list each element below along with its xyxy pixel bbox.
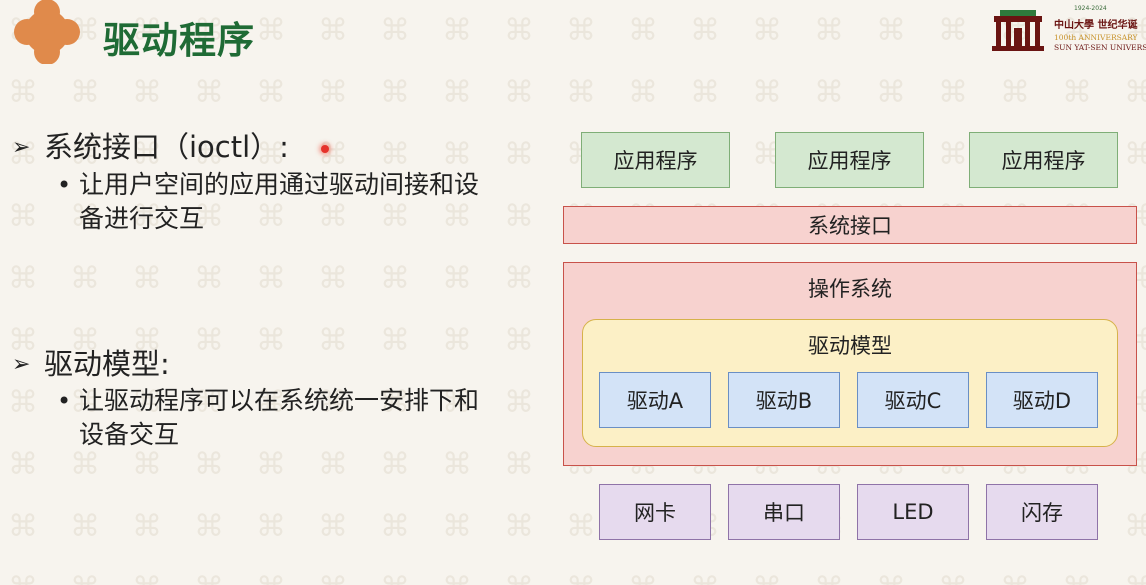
bullet-heading: 驱动模型: <box>44 347 170 381</box>
university-gate-icon <box>992 10 1044 51</box>
hardware-box: LED <box>857 484 969 540</box>
driver-box: 驱动B <box>728 372 840 428</box>
university-logo: 1924-2024 中山大學 世纪华诞 100th ANNIVERSARY SU… <box>990 4 1146 54</box>
sub-bullet-system-interface: • 让用户空间的应用通过驱动间接和设 备进行交互 <box>57 168 480 236</box>
logo-name-en: SUN YAT-SEN UNIVERSITY <box>1054 43 1146 52</box>
logo-name-cn: 中山大學 世纪华诞 <box>1054 20 1138 31</box>
driver-box: 驱动A <box>599 372 711 428</box>
os-label: 操作系统 <box>808 277 892 301</box>
app-box: 应用程序 <box>581 132 730 188</box>
arrow-bullet-icon: ➢ <box>12 135 31 160</box>
logo-anniversary: 100th ANNIVERSARY <box>1054 33 1138 42</box>
bullet-system-interface: ➢ 系统接口（ioctl）: <box>12 124 289 166</box>
logo-years: 1924-2024 <box>1074 5 1107 12</box>
laser-pointer-dot <box>321 145 329 153</box>
bullet-heading: 系统接口（ioctl）: <box>44 130 289 164</box>
hardware-box: 闪存 <box>986 484 1098 540</box>
sub-bullet-line: 让用户空间的应用通过驱动间接和设 <box>79 170 480 199</box>
hardware-box: 网卡 <box>599 484 711 540</box>
driver-box: 驱动C <box>857 372 969 428</box>
sub-bullet-line: 备进行交互 <box>79 204 205 233</box>
app-box: 应用程序 <box>969 132 1118 188</box>
dot-bullet-icon: • <box>57 387 72 415</box>
orange-flower-logo-icon <box>14 0 80 64</box>
driver-box: 驱动D <box>986 372 1098 428</box>
dot-bullet-icon: • <box>57 171 72 199</box>
app-box: 应用程序 <box>775 132 924 188</box>
system-interface-box: 系统接口 <box>563 206 1137 244</box>
sub-bullet-line: 让驱动程序可以在系统统一安排下和 <box>79 386 480 415</box>
sub-bullet-driver-model: • 让驱动程序可以在系统统一安排下和 设备交互 <box>57 384 480 452</box>
sub-bullet-line: 设备交互 <box>79 420 180 449</box>
bullet-driver-model: ➢ 驱动模型: <box>12 341 170 383</box>
driver-model-label: 驱动模型 <box>808 334 892 358</box>
os-box: 操作系统 驱动模型 <box>563 262 1137 466</box>
hardware-box: 串口 <box>728 484 840 540</box>
slide-title: 驱动程序 <box>103 19 255 62</box>
arrow-bullet-icon: ➢ <box>12 352 31 377</box>
